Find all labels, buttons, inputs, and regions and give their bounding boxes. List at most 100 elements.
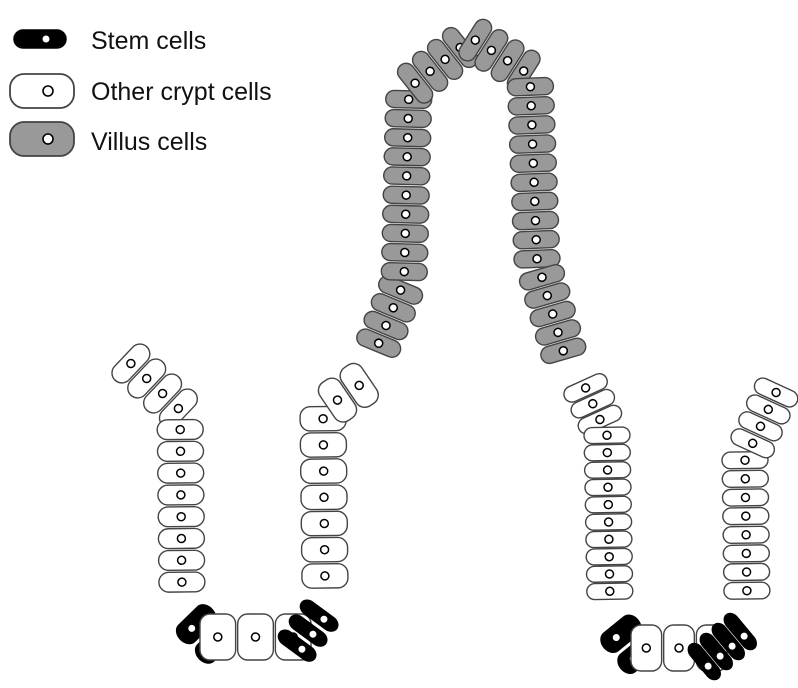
- cell-nucleus: [402, 191, 410, 199]
- cell-nucleus: [252, 633, 260, 641]
- cell-nucleus: [404, 134, 412, 142]
- right-crypt-wall-cell: [585, 514, 631, 531]
- left-crypt-wall-cell: [158, 485, 204, 505]
- left-crypt-wall-cell: [158, 528, 204, 548]
- cell-nucleus: [177, 534, 185, 542]
- cell-nucleus: [405, 95, 413, 103]
- left-crypt-wall-cell: [301, 459, 347, 484]
- legend-stem-swatch: [14, 30, 66, 48]
- legend-villus-label: Villus cells: [91, 128, 207, 156]
- cell-nucleus: [528, 121, 536, 129]
- cell-nucleus: [320, 467, 328, 475]
- right-crypt-wall-cell: [724, 582, 770, 599]
- left-crypt-wall-cell: [158, 550, 204, 570]
- villus-cell: [511, 173, 558, 192]
- cell-nucleus: [604, 501, 612, 509]
- legend-stem-entry: Stem cells: [14, 27, 206, 55]
- right-crypt-wall-cell: [723, 526, 769, 543]
- villus-cell: [512, 211, 559, 230]
- villus-cell: [507, 77, 554, 96]
- right-crypt-wall-cell: [584, 444, 630, 461]
- cell-nucleus: [320, 519, 328, 527]
- cell-nucleus: [321, 572, 329, 580]
- villus-cell: [509, 115, 556, 134]
- villus-cell: [509, 135, 556, 154]
- cell-nucleus: [675, 644, 683, 652]
- left-crypt-base-cell: [200, 614, 236, 660]
- cell-nucleus: [321, 546, 329, 554]
- cell-nucleus: [400, 267, 408, 275]
- cell-nucleus: [604, 483, 612, 491]
- right-crypt-wall-cell: [722, 470, 768, 487]
- cell-nucleus: [742, 531, 750, 539]
- right-crypt-wall-cell: [584, 427, 630, 444]
- villus-cell: [385, 109, 431, 127]
- cell-nucleus: [741, 493, 749, 501]
- cell-nucleus: [605, 518, 613, 526]
- left-crypt-wall-cell: [301, 511, 347, 536]
- left-crypt-wall-cell: [158, 463, 204, 483]
- cell-nucleus: [603, 431, 611, 439]
- cell-nucleus: [642, 644, 650, 652]
- left-crypt-wall-cell: [302, 564, 348, 589]
- right-crypt-wall-cell: [723, 545, 769, 562]
- legend-villus-nucleus: [43, 134, 53, 144]
- cell-nucleus: [604, 466, 612, 474]
- villus-cell: [383, 167, 429, 185]
- cell-nucleus: [605, 570, 613, 578]
- villus-cell: [382, 205, 428, 223]
- villus-cell: [384, 148, 430, 166]
- cell-nucleus: [742, 549, 750, 557]
- epithelium-cells: [108, 16, 798, 683]
- cell-nucleus: [526, 83, 534, 91]
- cell-nucleus: [320, 493, 328, 501]
- cell-nucleus: [403, 172, 411, 180]
- cell-nucleus: [528, 140, 536, 148]
- villus-cell: [511, 192, 558, 211]
- cell-nucleus: [319, 441, 327, 449]
- left-crypt-wall-cell: [157, 419, 203, 439]
- right-crypt-wall-cell: [587, 583, 633, 600]
- cell-nucleus: [402, 210, 410, 218]
- villus-cell: [513, 230, 560, 249]
- villus-cell: [382, 243, 428, 261]
- cell-nucleus: [177, 491, 185, 499]
- left-crypt-wall-cell: [157, 441, 203, 461]
- legend-villus-swatch: [10, 122, 74, 156]
- legend-villus-entry: Villus cells: [10, 122, 207, 156]
- left-crypt-wall-cell: [300, 433, 346, 458]
- cell-nucleus: [531, 216, 539, 224]
- right-crypt-base-cell: [631, 625, 662, 671]
- cell-nucleus: [214, 633, 222, 641]
- villus-cell: [508, 96, 555, 115]
- cell-nucleus: [529, 159, 537, 167]
- villus-cell: [383, 186, 429, 204]
- legend-stem-label: Stem cells: [91, 27, 206, 55]
- right-crypt-wall-cell: [586, 566, 632, 583]
- cell-nucleus: [403, 153, 411, 161]
- legend-crypt-nucleus: [43, 86, 53, 96]
- cell-nucleus: [177, 469, 185, 477]
- cell-nucleus: [530, 178, 538, 186]
- cell-nucleus: [401, 248, 409, 256]
- legend-crypt-label: Other crypt cells: [91, 78, 272, 106]
- cell-nucleus: [743, 587, 751, 595]
- cell-nucleus: [178, 578, 186, 586]
- cell-nucleus: [319, 415, 327, 423]
- villus-cell: [381, 262, 427, 280]
- right-crypt-wall-cell: [723, 563, 769, 580]
- cell-nucleus: [177, 513, 185, 521]
- cell-nucleus: [176, 426, 184, 434]
- right-crypt-wall-cell: [584, 462, 630, 479]
- cell-nucleus: [527, 102, 535, 110]
- left-crypt-wall-cell: [159, 572, 205, 592]
- cell-nucleus: [743, 568, 751, 576]
- cell-nucleus: [606, 587, 614, 595]
- cell-nucleus: [742, 512, 750, 520]
- cell-nucleus: [401, 229, 409, 237]
- cell-nucleus: [533, 255, 541, 263]
- left-crypt-wall-cell: [301, 485, 347, 510]
- cell-nucleus: [178, 556, 186, 564]
- cell-nucleus: [605, 535, 613, 543]
